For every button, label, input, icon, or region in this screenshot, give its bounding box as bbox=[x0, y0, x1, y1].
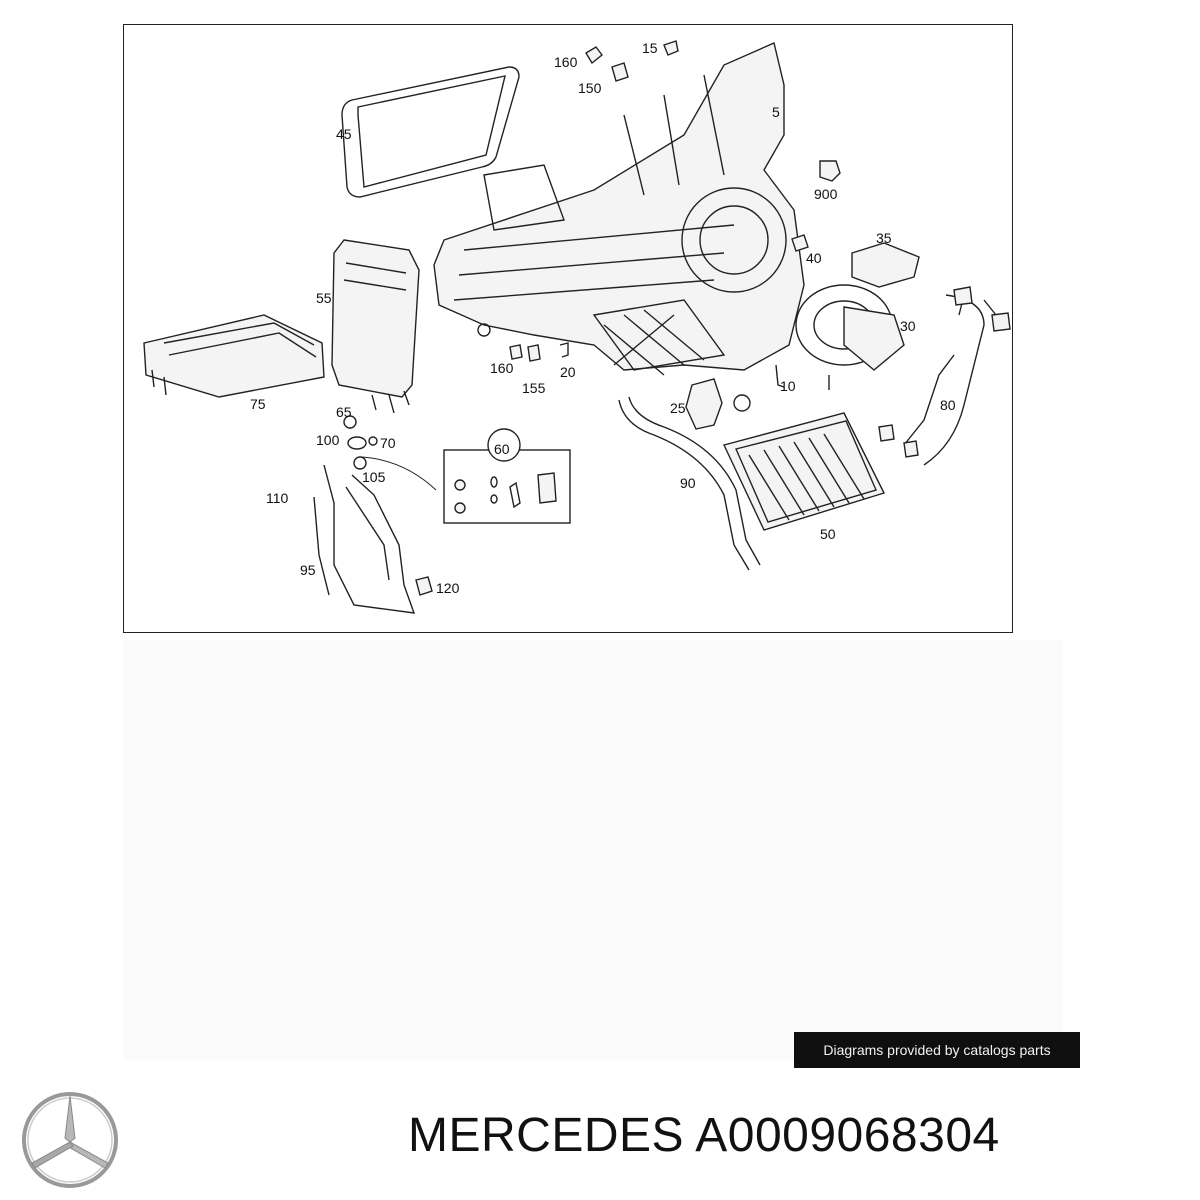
callout-100: 100 bbox=[316, 432, 340, 448]
callout-95: 95 bbox=[300, 562, 316, 578]
callout-90: 90 bbox=[680, 475, 696, 491]
callout-120: 120 bbox=[436, 580, 460, 596]
credit-banner: Diagrams provided by catalogs parts bbox=[794, 1032, 1080, 1068]
expansion-valve-kit-60 bbox=[443, 428, 571, 524]
callout-10: 10 bbox=[780, 378, 796, 394]
brand-name: MERCEDES bbox=[408, 1109, 685, 1162]
fasteners-top bbox=[585, 40, 679, 82]
blank-area bbox=[123, 640, 1063, 1060]
seal-rings bbox=[343, 415, 378, 470]
refrigerant-line-95 bbox=[313, 464, 433, 614]
callout-80: 80 bbox=[940, 397, 956, 413]
clip-155 bbox=[527, 344, 541, 362]
clip-20 bbox=[559, 342, 569, 358]
part-number: A0009068304 bbox=[695, 1109, 1000, 1162]
hvac-housing bbox=[433, 42, 805, 412]
callout-60: 60 bbox=[494, 441, 510, 457]
heater-core-75 bbox=[143, 314, 325, 398]
sensor-10 bbox=[775, 364, 785, 388]
wiring-harness-80 bbox=[878, 286, 1011, 466]
cabin-filter-50 bbox=[723, 412, 885, 531]
callout-20: 20 bbox=[560, 364, 576, 380]
callout-labels: 160 15 150 5 45 900 35 40 55 30 160 155 … bbox=[250, 40, 956, 596]
evaporator-55 bbox=[331, 239, 420, 414]
resistor-35 bbox=[851, 242, 920, 288]
callout-5: 5 bbox=[772, 104, 780, 120]
callout-45: 45 bbox=[336, 126, 352, 142]
pointer-arrow bbox=[361, 456, 437, 491]
callout-160-bottom: 160 bbox=[490, 360, 514, 376]
callout-160-top: 160 bbox=[554, 54, 578, 70]
callout-75: 75 bbox=[250, 396, 266, 412]
screw-160 bbox=[509, 344, 523, 360]
callout-900: 900 bbox=[814, 186, 838, 202]
drain-hose-90 bbox=[618, 396, 761, 571]
mercedes-star-logo bbox=[22, 1092, 118, 1188]
callout-30: 30 bbox=[900, 318, 916, 334]
blower-motor-30 bbox=[795, 284, 905, 390]
callout-150: 150 bbox=[578, 80, 602, 96]
exploded-view: 160 15 150 5 45 900 35 40 55 30 160 155 … bbox=[143, 40, 1011, 614]
screw-40 bbox=[791, 234, 809, 252]
callout-65: 65 bbox=[336, 404, 352, 420]
callout-50: 50 bbox=[820, 526, 836, 542]
connector-900 bbox=[819, 160, 841, 182]
callout-105: 105 bbox=[362, 469, 386, 485]
callout-55: 55 bbox=[316, 290, 332, 306]
parts-diagram: 160 15 150 5 45 900 35 40 55 30 160 155 … bbox=[123, 24, 1013, 633]
seal-gasket bbox=[341, 66, 520, 198]
callout-70: 70 bbox=[380, 435, 396, 451]
callout-155: 155 bbox=[522, 380, 546, 396]
footer-title: MERCEDES A0009068304 bbox=[408, 1108, 1000, 1163]
callout-35: 35 bbox=[876, 230, 892, 246]
actuator-25 bbox=[685, 378, 723, 430]
callout-15: 15 bbox=[642, 40, 658, 56]
callout-110: 110 bbox=[266, 490, 289, 506]
callout-40: 40 bbox=[806, 250, 822, 266]
callout-25: 25 bbox=[670, 400, 686, 416]
